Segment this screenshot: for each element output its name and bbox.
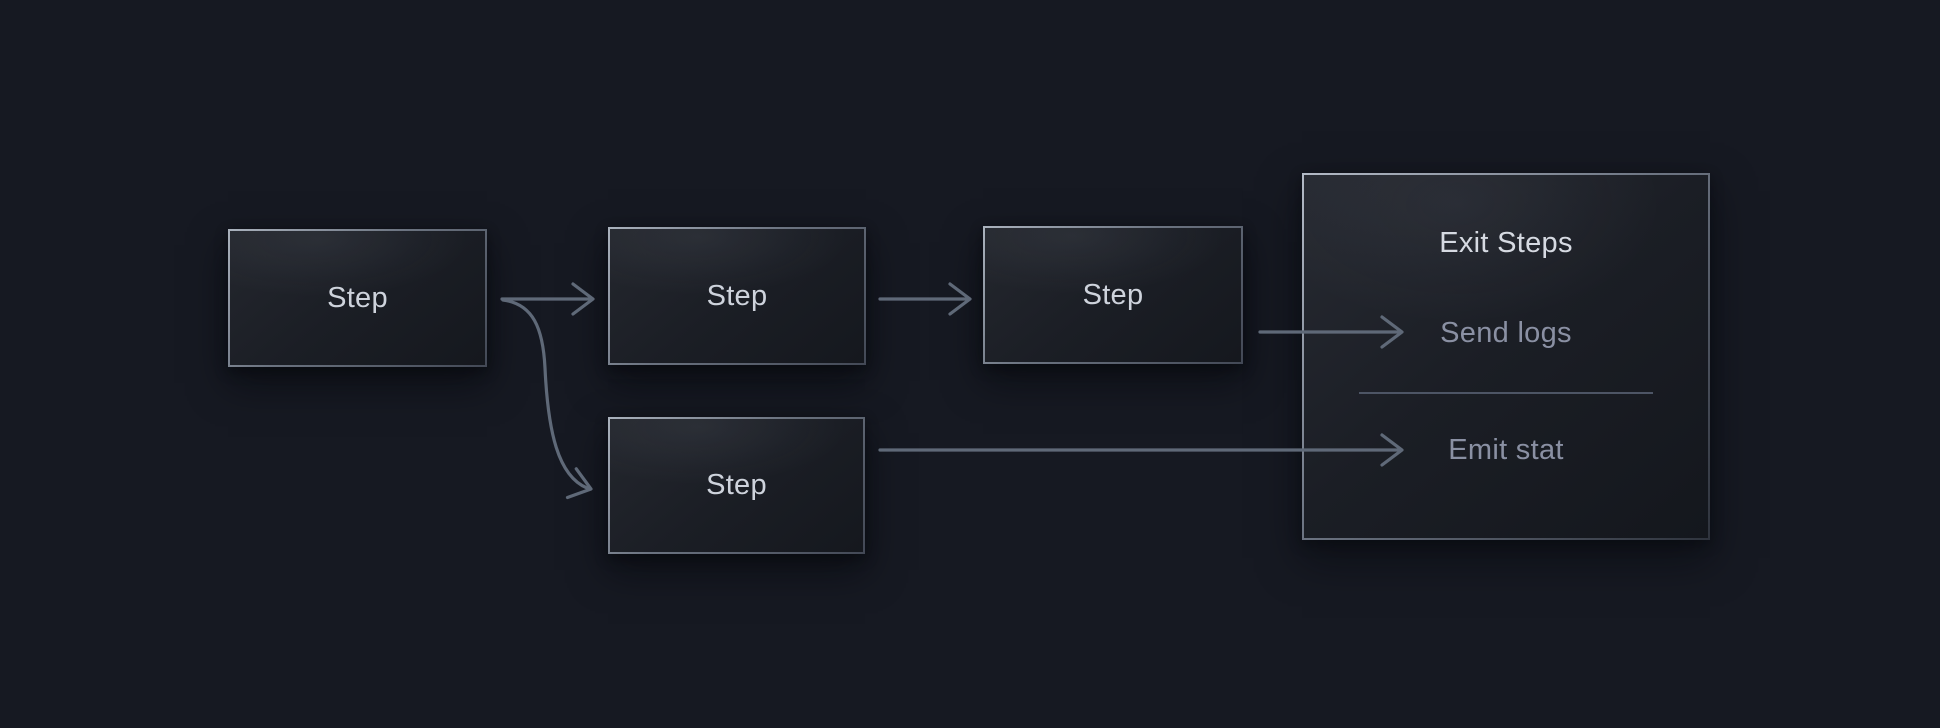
step-node-2-label: Step: [706, 279, 768, 312]
exit-item-send-logs[interactable]: Send logs: [1440, 317, 1572, 349]
step-node-2[interactable]: Step: [608, 227, 866, 365]
step-node-4-label: Step: [706, 469, 767, 501]
arrow-step1-to-step2: [500, 282, 595, 316]
exit-panel-divider: [1359, 392, 1653, 394]
step-node-4[interactable]: Step: [608, 417, 865, 554]
step-node-1-label: Step: [327, 281, 388, 314]
step-node-3[interactable]: Step: [983, 226, 1243, 364]
arrowhead-icon: [571, 282, 595, 316]
step-node-3-label: Step: [1082, 278, 1144, 311]
exit-steps-title: Exit Steps: [1439, 227, 1573, 259]
step-node-1[interactable]: Step: [228, 229, 487, 367]
arrowhead-icon: [948, 282, 972, 316]
arrow-step1-to-step4: [501, 298, 593, 500]
exit-item-emit-stat[interactable]: Emit stat: [1448, 434, 1564, 466]
exit-steps-panel: Exit Steps Send logs Emit stat: [1302, 173, 1710, 540]
arrowhead-icon: [565, 467, 593, 500]
arrow-step2-to-step3: [878, 282, 972, 316]
